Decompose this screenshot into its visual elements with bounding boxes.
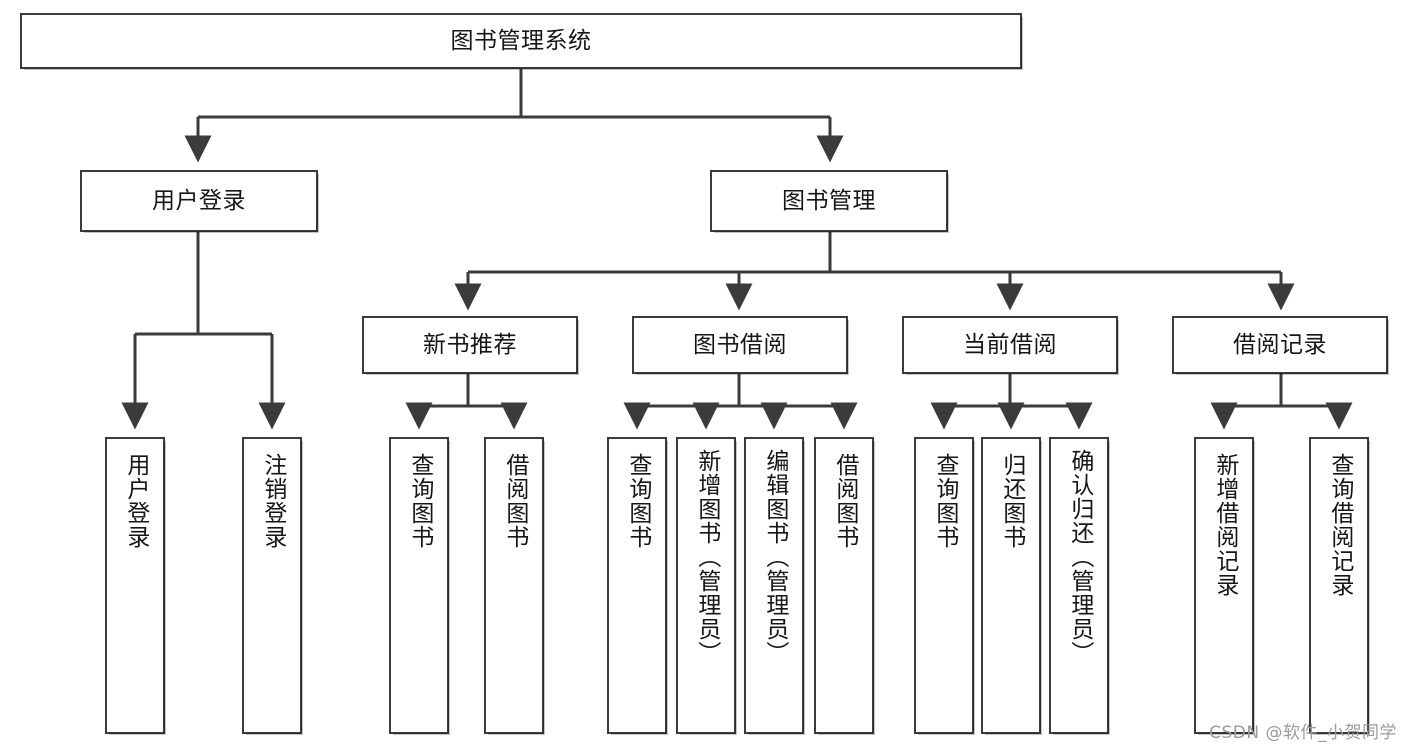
leaf-current-borrow-return[interactable]: 归还图书: [981, 437, 1042, 735]
leaf-book-borrow-borrow-label: 借阅图书: [831, 453, 858, 549]
node-book-borrow[interactable]: 图书借阅: [632, 316, 849, 375]
leaf-current-borrow-confirm[interactable]: 确认归还（管理员）: [1049, 437, 1110, 735]
node-current-borrow-label: 当前借阅: [963, 331, 1057, 358]
node-current-borrow[interactable]: 当前借阅: [902, 316, 1119, 375]
leaf-current-borrow-query[interactable]: 查询图书: [914, 437, 975, 735]
leaf-book-borrow-edit-label: 编辑图书（管理员）: [761, 449, 788, 665]
node-book-borrow-label: 图书借阅: [693, 331, 787, 358]
leaf-current-borrow-query-label: 查询图书: [931, 453, 958, 549]
leaf-current-borrow-return-label: 归还图书: [998, 453, 1025, 549]
leaf-new-book-query-label: 查询图书: [406, 453, 433, 549]
leaf-borrow-records-add-label: 新增借阅记录: [1211, 453, 1238, 597]
node-borrow-records-label: 借阅记录: [1233, 331, 1327, 358]
node-book-manage[interactable]: 图书管理: [710, 170, 949, 233]
leaf-user-login-login[interactable]: 用户登录: [105, 437, 166, 735]
leaf-borrow-records-query-label: 查询借阅记录: [1326, 453, 1353, 597]
leaf-current-borrow-confirm-label: 确认归还（管理员）: [1066, 449, 1093, 665]
leaf-book-borrow-query-label: 查询图书: [624, 453, 651, 549]
node-user-login-label: 用户登录: [152, 187, 246, 214]
leaf-borrow-records-add[interactable]: 新增借阅记录: [1194, 437, 1255, 735]
leaf-user-login-login-label: 用户登录: [122, 453, 149, 549]
leaf-borrow-records-query[interactable]: 查询借阅记录: [1309, 437, 1370, 735]
node-new-book-recommend-label: 新书推荐: [423, 331, 517, 358]
node-borrow-records[interactable]: 借阅记录: [1172, 316, 1389, 375]
watermark-text: CSDN @软件_小贺同学: [1209, 723, 1397, 743]
leaf-new-book-borrow-label: 借阅图书: [501, 453, 528, 549]
leaf-book-borrow-borrow[interactable]: 借阅图书: [814, 437, 875, 735]
leaf-book-borrow-add[interactable]: 新增图书（管理员）: [676, 437, 737, 735]
node-book-manage-label: 图书管理: [782, 187, 876, 214]
node-root[interactable]: 图书管理系统: [20, 13, 1023, 70]
leaf-new-book-borrow[interactable]: 借阅图书: [484, 437, 545, 735]
leaf-new-book-query[interactable]: 查询图书: [389, 437, 450, 735]
leaf-user-login-logout[interactable]: 注销登录: [242, 437, 303, 735]
node-new-book-recommend[interactable]: 新书推荐: [362, 316, 579, 375]
leaf-book-borrow-query[interactable]: 查询图书: [607, 437, 668, 735]
node-root-label: 图书管理系统: [450, 27, 592, 54]
leaf-book-borrow-add-label: 新增图书（管理员）: [693, 449, 720, 665]
leaf-user-login-logout-label: 注销登录: [259, 453, 286, 549]
node-user-login[interactable]: 用户登录: [80, 170, 319, 233]
leaf-book-borrow-edit[interactable]: 编辑图书（管理员）: [744, 437, 805, 735]
